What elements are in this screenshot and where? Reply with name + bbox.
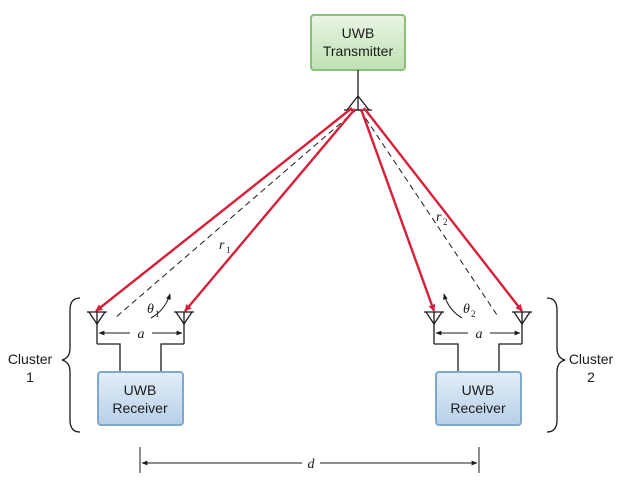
signal-arrow-cluster2-right (363, 107, 523, 312)
transmitter-antenna-icon (344, 70, 372, 111)
receiver-label-line1: UWB (462, 382, 495, 398)
label-d: d (308, 457, 316, 472)
cluster2-brace (546, 297, 566, 433)
label-r2: r 2 (436, 210, 448, 227)
label-a-cluster1: a (138, 327, 145, 342)
cluster2-wire-left (434, 343, 459, 372)
label-r1: r 1 (219, 238, 231, 255)
angle-arc-theta1 (150, 293, 171, 319)
receiver-label-line1: UWB (124, 382, 157, 398)
antenna-icon (424, 311, 444, 344)
cluster1-antennas (87, 311, 194, 372)
angle-arc-theta2 (443, 293, 463, 319)
receiver-box-frame (97, 371, 184, 426)
transmitter-label-line1: UWB (342, 25, 375, 41)
cluster2-label-line1: Cluster (569, 351, 614, 367)
cluster1-label-line1: Cluster (8, 351, 53, 367)
label-theta1: θ 1 (147, 302, 160, 319)
label-r2-base: r (436, 210, 442, 225)
transmitter-label-line2: Transmitter (323, 43, 394, 59)
label-theta2: θ 2 (463, 302, 476, 319)
transmitter-box: UWB Transmitter (310, 14, 406, 71)
cluster2-wire-right (498, 343, 522, 372)
dashed-line-r1 (114, 109, 357, 319)
label-theta2-sub: 2 (471, 309, 476, 319)
cluster1-brace (61, 297, 81, 433)
receiver-label-line2: Receiver (112, 400, 168, 416)
antenna-icon (87, 311, 107, 344)
signal-arrow-cluster1-right (184, 108, 356, 312)
dimension-a-cluster1: a (98, 327, 183, 342)
receiver-box-cluster1: UWB Receiver (97, 371, 184, 426)
receiver-box-cluster2: UWB Receiver (435, 371, 522, 426)
label-r1-sub: 1 (226, 245, 231, 255)
label-r2-sub: 2 (443, 217, 448, 227)
label-r1-base: r (219, 238, 225, 253)
antenna-icon (512, 311, 532, 344)
receiver-label-line2: Receiver (450, 400, 506, 416)
cluster2-label-line2: 2 (587, 369, 595, 385)
label-theta1-base: θ (147, 302, 154, 317)
receiver-box-frame (435, 371, 522, 426)
cluster2-antennas (424, 311, 532, 372)
cluster1-label-line2: 1 (26, 369, 34, 385)
signal-arrow-cluster2-left (359, 108, 436, 312)
label-a-cluster2: a (476, 327, 483, 342)
dimension-d: d (139, 447, 480, 473)
signal-arrow-cluster1-left (95, 107, 353, 312)
antenna-icon (174, 311, 194, 344)
cluster1-wire-right (160, 343, 184, 372)
label-theta1-sub: 1 (155, 309, 160, 319)
label-theta2-base: θ (463, 302, 470, 317)
dashed-line-r2 (359, 109, 500, 319)
cluster1-wire-left (97, 343, 121, 372)
dimension-a-cluster2: a (435, 327, 521, 342)
